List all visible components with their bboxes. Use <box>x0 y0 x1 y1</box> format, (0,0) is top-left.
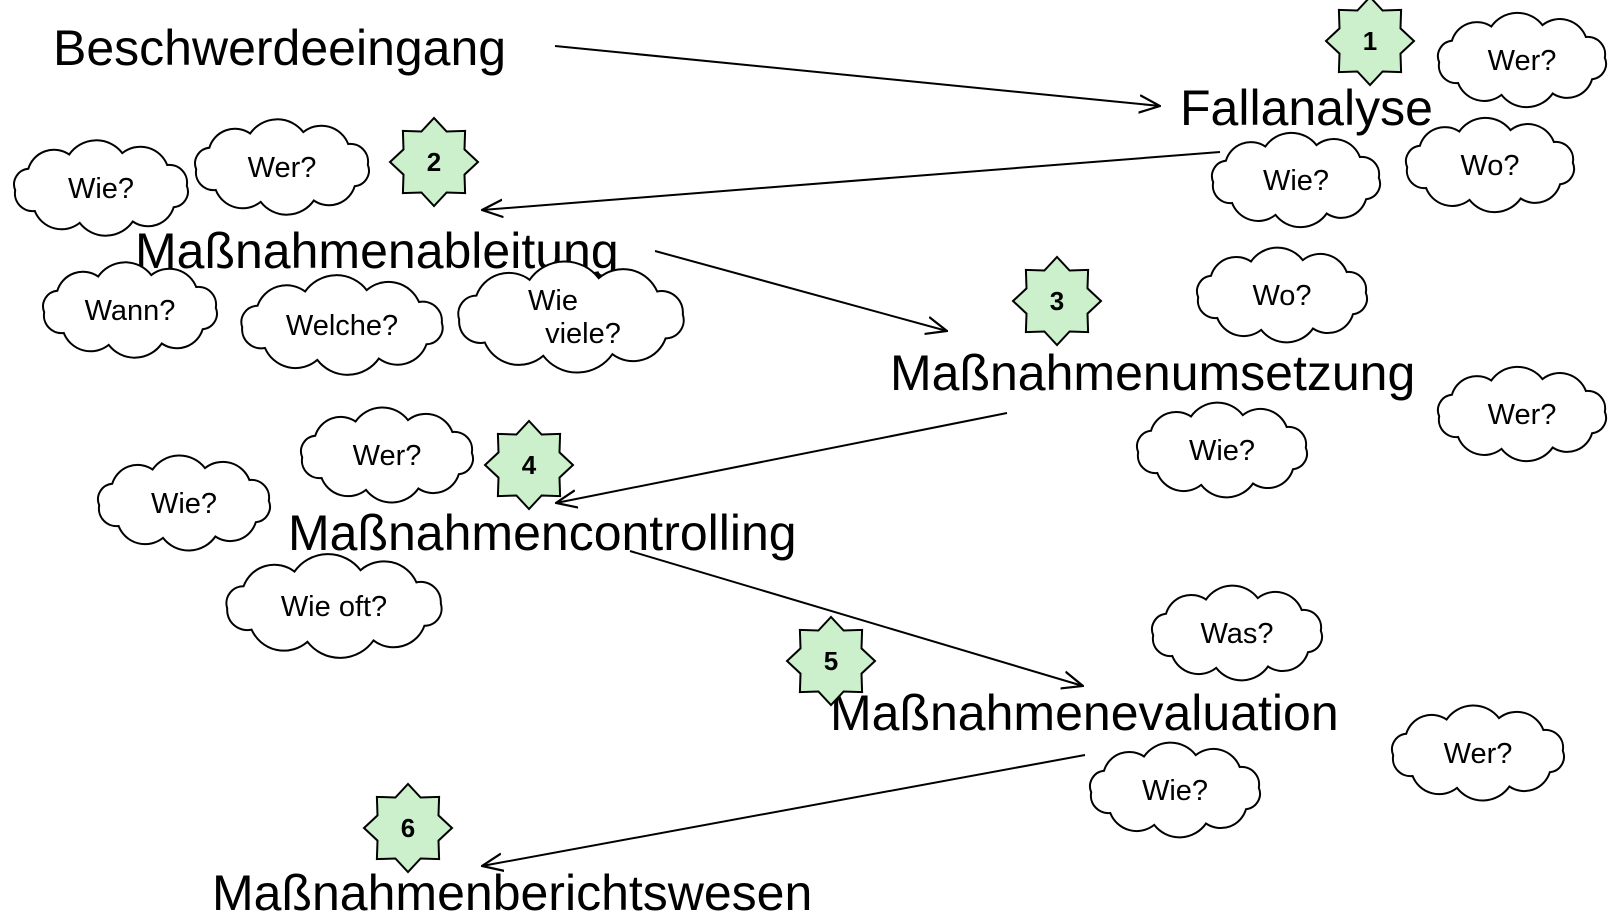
svg-text:Wer?: Wer? <box>1488 45 1557 77</box>
cloud-text-line: Wie <box>528 285 578 317</box>
svg-text:Wo?: Wo? <box>1460 150 1519 182</box>
question-cloud: Wo? <box>1404 116 1576 214</box>
arrow-fallanalyse-to-massnahmenableitung <box>482 151 1221 210</box>
svg-text:Was?: Was? <box>1200 618 1273 650</box>
stage-massnahmencontrolling: Maßnahmencontrolling <box>288 505 797 561</box>
flow-arrows <box>482 45 1221 866</box>
question-cloud: Wo? <box>1196 246 1368 344</box>
svg-text:Welche?: Welche? <box>286 310 398 342</box>
step-badge-1: 1 <box>1324 0 1416 87</box>
svg-text:Wie?: Wie? <box>151 488 217 520</box>
question-clouds: Wer? Wie? Wo? Wie? Wer? Wann? Welche? W <box>13 11 1608 839</box>
arrow-massnahmenevaluation-to-massnahmenberichtswesen <box>482 754 1086 866</box>
question-cloud: Wann? <box>42 261 218 359</box>
step-badge-2: 2 <box>388 116 480 208</box>
stage-massnahmenberichtswesen: Maßnahmenberichtswesen <box>212 865 812 917</box>
svg-text:Wie?: Wie? <box>68 173 134 205</box>
svg-text:Wie?: Wie? <box>1142 775 1208 807</box>
svg-text:Wer?: Wer? <box>1488 399 1557 431</box>
svg-text:Wer?: Wer? <box>353 440 422 472</box>
step-badge-6: 6 <box>362 782 454 874</box>
question-cloud: Wie? <box>1210 131 1382 229</box>
question-cloud: Wer? <box>1391 704 1565 802</box>
svg-text:4: 4 <box>522 450 537 480</box>
svg-text:Wo?: Wo? <box>1252 280 1311 312</box>
svg-text:Wann?: Wann? <box>85 295 176 327</box>
question-cloud: Wie? <box>1089 741 1261 839</box>
question-cloud: Wer? <box>1436 11 1608 109</box>
svg-text:6: 6 <box>401 813 415 843</box>
question-cloud: Welche? <box>240 274 444 376</box>
svg-text:Wer?: Wer? <box>248 152 317 184</box>
step-badges: 1 2 3 4 5 6 <box>362 0 1416 874</box>
cloud-text-line: viele? <box>545 318 621 350</box>
svg-text:5: 5 <box>824 646 838 676</box>
svg-text:3: 3 <box>1050 286 1064 316</box>
stage-massnahmenumsetzung: Maßnahmenumsetzung <box>890 345 1415 401</box>
arrow-massnahmenumsetzung-to-massnahmencontrolling <box>556 412 1008 503</box>
svg-text:Wie?: Wie? <box>1189 435 1255 467</box>
question-cloud: Wie? <box>13 139 189 237</box>
svg-text:Wer?: Wer? <box>1444 738 1513 770</box>
question-cloud: Was? <box>1151 584 1323 682</box>
svg-text:1: 1 <box>1363 26 1377 56</box>
question-cloud: Wer? <box>300 406 474 504</box>
arrow-massnahmencontrolling-to-massnahmenevaluation <box>629 550 1083 686</box>
question-cloud: Wer? <box>194 118 370 216</box>
stage-fallanalyse: Fallanalyse <box>1180 80 1433 136</box>
stage-labels: Beschwerdeeingang Fallanalyse Maßnahmena… <box>53 20 1433 917</box>
step-badge-3: 3 <box>1011 255 1103 347</box>
svg-text:2: 2 <box>427 147 441 177</box>
question-cloud: Wie? <box>1136 401 1308 499</box>
step-badge-5: 5 <box>785 615 877 707</box>
svg-text:Wie?: Wie? <box>1263 165 1329 197</box>
svg-text:Wie oft?: Wie oft? <box>281 591 387 623</box>
arrow-beschwerdeeingang-to-fallanalyse <box>554 45 1160 106</box>
step-badge-4: 4 <box>483 419 575 511</box>
question-cloud: Wie oft? <box>225 553 443 659</box>
question-cloud: Wie? <box>97 454 271 552</box>
stage-beschwerdeeingang: Beschwerdeeingang <box>53 20 506 76</box>
arrow-massnahmenableitung-to-massnahmenumsetzung <box>654 250 947 331</box>
stage-massnahmenevaluation: Maßnahmenevaluation <box>830 685 1339 741</box>
question-cloud: Wer? <box>1436 365 1608 463</box>
